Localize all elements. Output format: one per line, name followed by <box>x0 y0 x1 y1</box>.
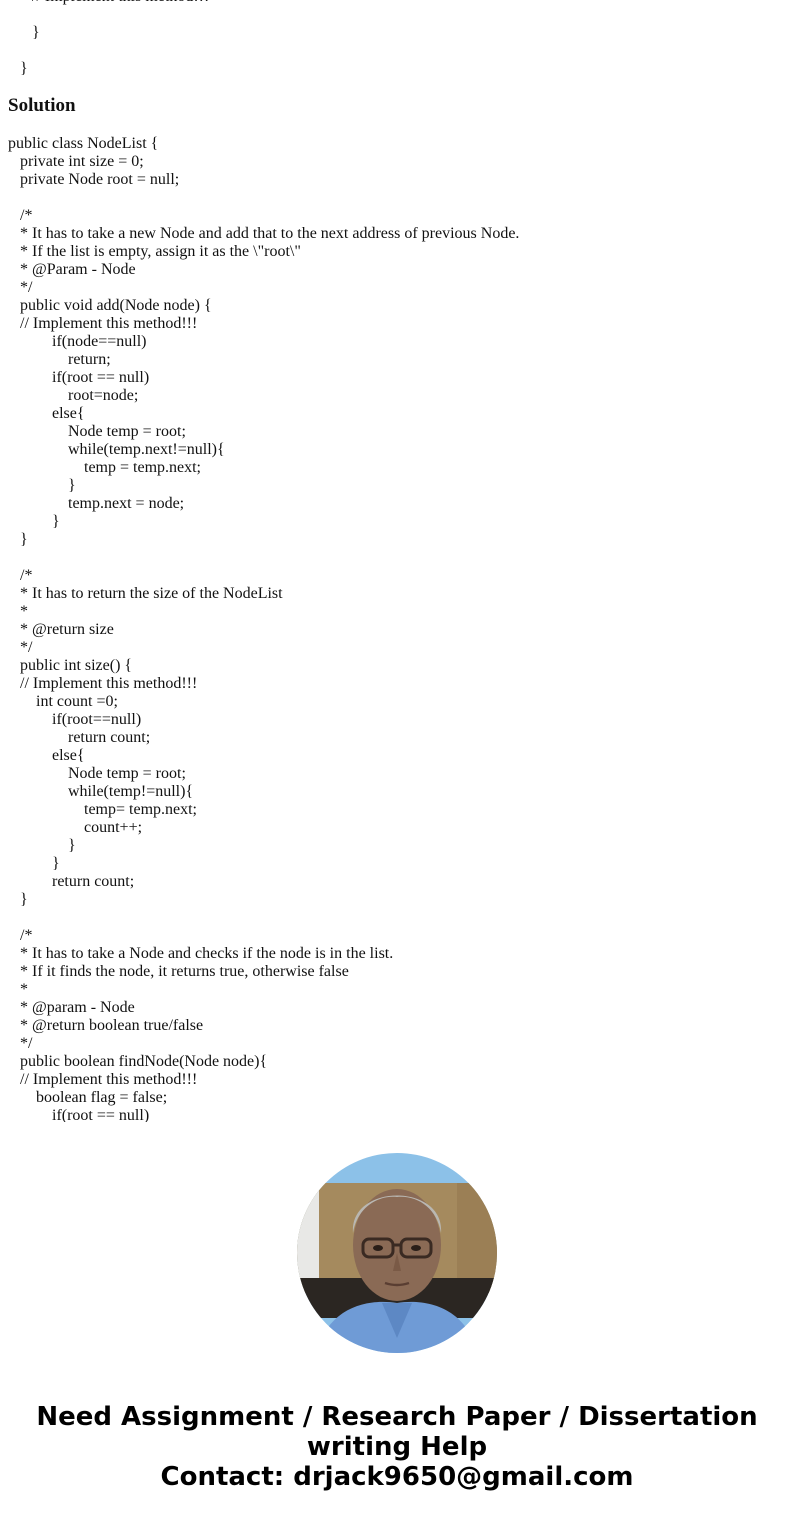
promo-line-2: writing Help <box>306 1432 488 1462</box>
solution-code-block: public class NodeList { private int size… <box>8 135 788 1122</box>
code-line: if(root==null) <box>8 711 142 728</box>
code-line: // Implement this method!!! <box>8 0 788 6</box>
code-line <box>8 909 788 927</box>
code-line <box>8 6 788 24</box>
person-photo-icon <box>297 1153 497 1353</box>
code-line: /* <box>8 207 33 224</box>
code-line: /* <box>8 927 33 944</box>
code-line: * If the list is empty, assign it as the… <box>8 243 301 260</box>
code-line: * It has to take a new Node and add that… <box>8 225 520 242</box>
code-line: // Implement this method!!! <box>8 675 198 692</box>
promo-line-1: Need Assignment / Research Paper / Disse… <box>36 1402 758 1432</box>
code-line: int count =0; <box>8 693 118 710</box>
code-line: Node temp = root; <box>8 765 186 782</box>
code-line: temp= temp.next; <box>8 801 197 818</box>
code-line: * @return boolean true/false <box>8 1017 204 1034</box>
code-line: return count; <box>8 873 135 890</box>
code-line: * @return size <box>8 621 114 638</box>
code-line: * <box>8 603 28 620</box>
code-line: if(node==null) <box>8 333 147 350</box>
code-line: */ <box>8 639 33 656</box>
code-line <box>8 189 788 207</box>
code-line: else{ <box>8 405 85 422</box>
code-line: } <box>8 891 28 908</box>
code-line: * It has to return the size of the NodeL… <box>8 585 283 602</box>
code-line <box>8 42 788 60</box>
promo-contact: Contact: drjack9650@gmail.com <box>160 1462 634 1492</box>
code-line: boolean flag = false; <box>8 1089 168 1106</box>
code-line: * @Param - Node <box>8 261 136 278</box>
code-line: } <box>8 855 60 872</box>
code-line: */ <box>8 279 33 296</box>
code-line: * If it finds the node, it returns true,… <box>8 963 349 980</box>
code-line: */ <box>8 1035 33 1052</box>
code-line: /* <box>8 567 33 584</box>
code-line: temp.next = node; <box>8 495 185 512</box>
code-line: } <box>8 513 60 530</box>
code-line: return count; <box>8 729 151 746</box>
question-code-tail: // Implement this method!!! } } <box>8 0 788 78</box>
code-line: } <box>8 24 40 41</box>
code-line: root=node; <box>8 387 139 404</box>
code-line: private int size = 0; <box>8 153 144 170</box>
code-line: public void add(Node node) { <box>8 297 212 314</box>
code-line <box>8 549 788 567</box>
code-line: // Implement this method!!! <box>8 1071 198 1088</box>
code-line: public int size() { <box>8 657 133 674</box>
code-line: while(temp!=null){ <box>8 783 194 800</box>
code-line: } <box>8 60 28 77</box>
code-line: * @param - Node <box>8 999 135 1016</box>
code-line: } <box>8 531 28 548</box>
code-line: temp = temp.next; <box>8 459 201 476</box>
code-line: private Node root = null; <box>8 171 180 188</box>
promo-banner: Need Assignment / Research Paper / Disse… <box>0 1402 794 1492</box>
code-line: public class NodeList { <box>8 135 159 152</box>
code-line: // Implement this method!!! <box>8 315 198 332</box>
code-line: if(root == null) <box>8 369 150 386</box>
code-line: } <box>8 477 76 494</box>
code-line: return; <box>8 351 111 368</box>
solution-heading: Solution <box>8 95 76 116</box>
code-line: while(temp.next!=null){ <box>8 441 225 458</box>
author-avatar <box>297 1153 497 1353</box>
code-line: else{ <box>8 747 85 764</box>
code-line: public boolean findNode(Node node){ <box>8 1053 268 1070</box>
code-line: Node temp = root; <box>8 423 186 440</box>
code-line: } <box>8 837 76 854</box>
code-line: if(root == null) <box>8 1107 150 1122</box>
code-line: count++; <box>8 819 143 836</box>
code-line: * It has to take a Node and checks if th… <box>8 945 394 962</box>
code-line: * <box>8 981 28 998</box>
